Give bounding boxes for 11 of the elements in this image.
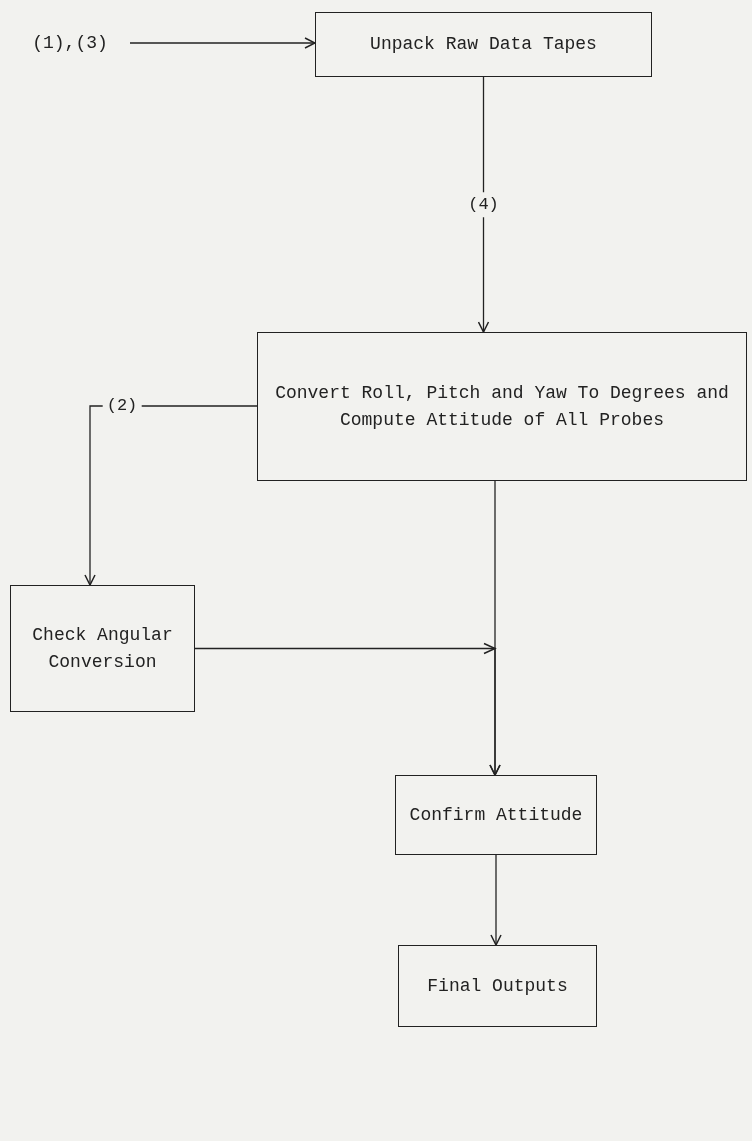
source-label: (1),(3) (10, 28, 130, 58)
process-box: Check Angular Conversion (10, 585, 195, 712)
arrow (477, 76, 490, 333)
arrow (84, 405, 258, 586)
process-box: Convert Roll, Pitch and Yaw To Degrees and Compute Attitude of All Probes (257, 332, 747, 481)
arrow (129, 37, 316, 49)
arrow (194, 642, 501, 776)
process-box: Confirm Attitude (395, 775, 597, 855)
process-box: Final Outputs (398, 945, 597, 1027)
process-box: Unpack Raw Data Tapes (315, 12, 652, 77)
arrow (490, 854, 502, 946)
